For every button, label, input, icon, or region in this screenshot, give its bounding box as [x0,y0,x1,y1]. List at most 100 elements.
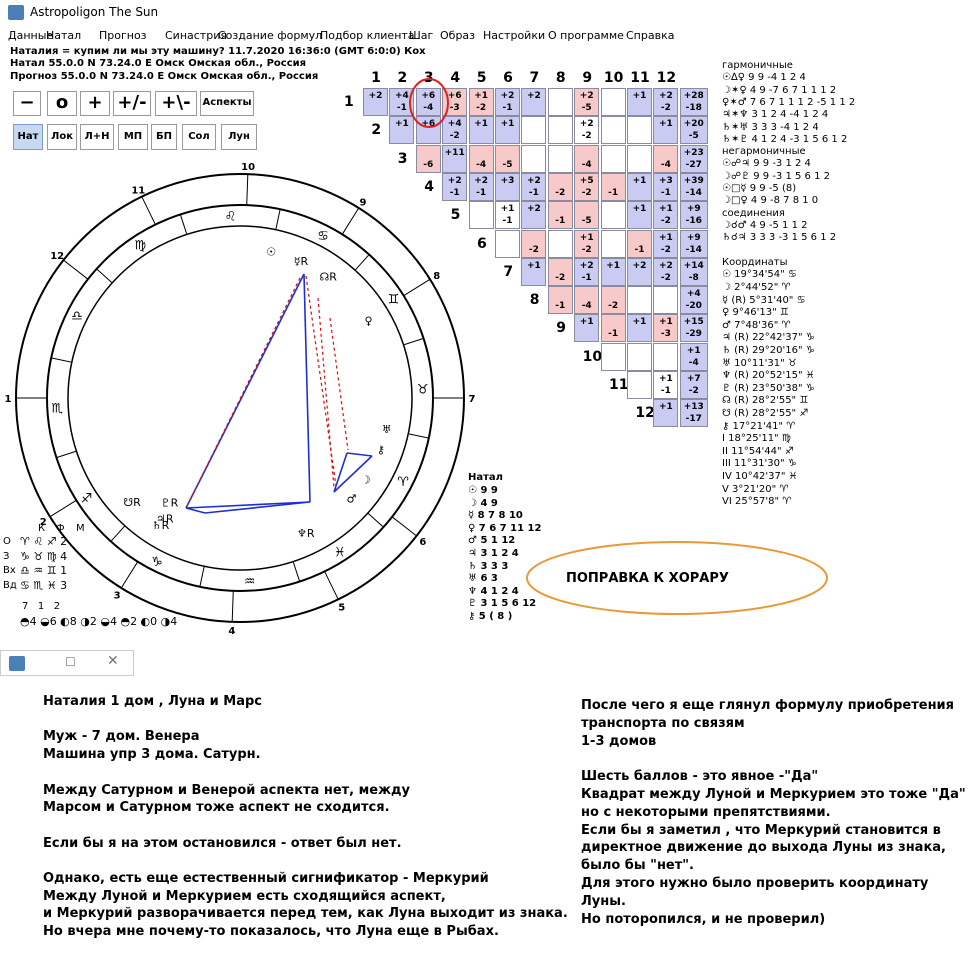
close-icon[interactable]: ✕ [107,653,119,669]
menu-item-2[interactable]: Прогноз [99,29,147,42]
matrix-cell[interactable] [600,201,626,230]
matrix-cell[interactable]: +6-4 [415,88,441,116]
matrix-cell[interactable]: +2-2 [574,116,600,145]
matrix-cell[interactable]: +1-2 [574,229,600,258]
matrix-cell[interactable]: +2-1 [574,257,600,286]
matrix-cell[interactable]: +3-1 [653,172,679,201]
menu-item-3[interactable]: Синастрия [165,29,227,42]
matrix-cell[interactable]: +13-17 [679,399,708,428]
toolbar-button-1[interactable]: o [47,91,77,116]
planet-icon[interactable]: ♅ [382,423,392,436]
matrix-cell[interactable] [653,286,679,315]
mode-button-0[interactable]: Нат [13,124,43,150]
matrix-cell[interactable]: +4-2 [442,116,468,145]
matrix-cell[interactable] [600,229,626,258]
planet-icon[interactable]: ♂ [347,492,357,505]
planet-icon[interactable]: ♇R [161,496,179,509]
planet-icon[interactable]: ♆R [297,527,315,540]
matrix-cell[interactable]: -2 [547,172,573,201]
matrix-cell[interactable]: -2 [600,286,626,315]
matrix-cell[interactable]: -2 [547,257,573,286]
matrix-cell[interactable]: +2-1 [468,172,494,201]
menu-item-6[interactable]: Шаг [409,29,434,42]
matrix-cell[interactable] [600,116,626,145]
matrix-cell[interactable]: +1-4 [679,342,708,371]
planet-icon[interactable]: ☋R [123,496,141,509]
matrix-cell[interactable]: +20-5 [679,116,708,145]
matrix-cell[interactable] [547,116,573,145]
matrix-cell[interactable] [547,229,573,258]
mode-button-1[interactable]: Лок [47,124,77,150]
matrix-cell[interactable] [547,88,573,116]
matrix-cell[interactable]: +5-2 [574,172,600,201]
secondary-window-titlebar[interactable]: ☐ ✕ [0,650,134,676]
matrix-cell[interactable] [521,116,547,145]
toolbar-button-3[interactable]: +/- [113,91,151,116]
planet-icon[interactable]: ♀ [365,315,373,328]
planet-icon[interactable]: ☿R [294,255,309,268]
planet-icon[interactable]: ♄R [152,519,170,532]
planet-icon[interactable]: ☉ [266,245,276,258]
matrix-cell[interactable]: +2-2 [653,257,679,286]
planet-icon[interactable]: ⚷ [377,443,385,456]
matrix-cell[interactable]: -6 [415,144,441,173]
matrix-cell[interactable] [627,144,652,173]
matrix-cell[interactable]: +15-29 [679,314,708,343]
matrix-cell[interactable]: +1 [627,88,652,116]
matrix-cell[interactable]: -1 [627,229,652,258]
matrix-cell[interactable]: +1-1 [495,201,520,230]
mode-button-5[interactable]: Сол [182,124,216,150]
matrix-cell[interactable] [521,144,547,173]
matrix-cell[interactable]: +2-1 [442,172,468,201]
menu-item-0[interactable]: Данные [8,29,54,42]
planet-icon[interactable]: ☽ [361,474,371,487]
menu-item-9[interactable]: О программе [548,29,624,42]
menu-item-1[interactable]: Натал [46,29,82,42]
matrix-cell[interactable] [600,88,626,116]
menu-item-8[interactable]: Настройки [483,29,546,42]
planet-icon[interactable]: ♃R [156,512,174,525]
matrix-cell[interactable]: +14-8 [679,257,708,286]
matrix-cell[interactable] [627,342,652,371]
matrix-cell[interactable] [600,342,626,371]
matrix-cell[interactable] [600,144,626,173]
matrix-cell[interactable]: +2-1 [495,88,520,116]
menu-item-10[interactable]: Справка [626,29,675,42]
matrix-cell[interactable]: +1-2 [468,88,494,116]
matrix-cell[interactable]: +1 [495,116,520,145]
matrix-cell[interactable]: +9-14 [679,229,708,258]
horoscope-wheel[interactable]: 123456789101112♏♐♑♒♓♈♉♊♋♌♍♎☉☽☿R♀♂♃R♄R♅♆R… [0,162,476,637]
matrix-cell[interactable]: +2 [363,88,388,116]
matrix-cell[interactable]: +39-14 [679,172,708,201]
toolbar-button-5[interactable]: Аспекты [200,91,254,116]
matrix-cell[interactable]: +4-20 [679,286,708,315]
mode-button-3[interactable]: МП [118,124,148,150]
menu-item-4[interactable]: Создание формул [218,29,323,42]
matrix-cell[interactable]: +2 [627,257,652,286]
matrix-cell[interactable]: +1 [521,257,547,286]
matrix-cell[interactable] [495,229,520,258]
matrix-cell[interactable]: -4 [574,286,600,315]
mode-button-4[interactable]: БП [151,124,177,150]
matrix-cell[interactable]: +2-1 [521,172,547,201]
matrix-cell[interactable]: +1 [389,116,415,145]
matrix-cell[interactable]: +2 [521,88,547,116]
maximize-icon[interactable]: ☐ [65,655,76,669]
matrix-cell[interactable]: +4-1 [389,88,415,116]
matrix-cell[interactable]: -2 [521,229,547,258]
menu-item-5[interactable]: Подбор клиента [320,29,415,42]
matrix-cell[interactable]: +1-3 [653,314,679,343]
matrix-cell[interactable]: +7-2 [679,371,708,399]
toolbar-button-4[interactable]: +\- [155,91,197,116]
matrix-cell[interactable]: +6-3 [442,88,468,116]
matrix-cell[interactable]: +2-5 [574,88,600,116]
matrix-cell[interactable]: +3 [495,172,520,201]
matrix-cell[interactable]: -4 [468,144,494,173]
matrix-cell[interactable]: +1 [574,314,600,343]
toolbar-button-2[interactable]: + [80,91,110,116]
matrix-cell[interactable]: +1 [627,201,652,230]
matrix-cell[interactable]: +9-16 [679,201,708,230]
matrix-cell[interactable]: +6 [415,116,441,145]
matrix-cell[interactable]: +1 [627,172,652,201]
matrix-cell[interactable]: +1 [468,116,494,145]
